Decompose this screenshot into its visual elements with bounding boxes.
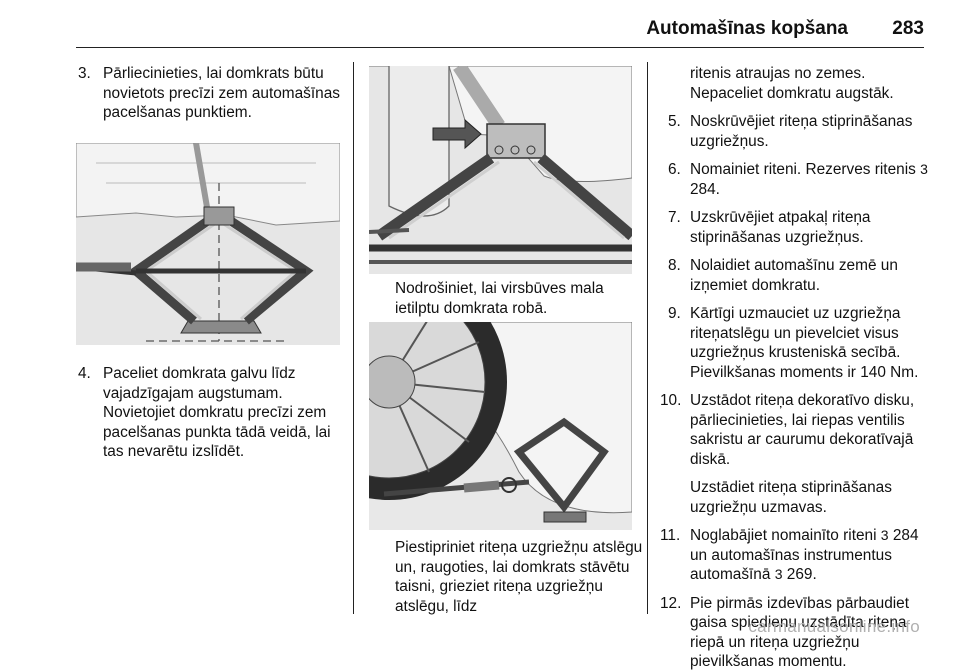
column-divider-2 [647,62,648,614]
step-number: 7. [668,209,681,226]
page-ref-icon: 3 [880,527,889,543]
step-text: Pārliecinieties, lai domkrats būtu novie… [103,65,340,121]
step-text: 284 un automašīnas instrumentus automašī… [690,527,919,583]
step-text: 284. [690,180,720,198]
step-number: 10. [660,392,682,409]
step-text: Uzskrūvējiet atpakaļ riteņa stiprināšana… [690,209,871,246]
step-text: Nomainiet riteni. Rezerves ritenis [690,161,916,178]
watermark: carmanualsonline.info [748,617,920,636]
continuation-text: ritenis atraujas no zemes. Nepaceliet do… [690,65,894,102]
step-text: Nolaidiet automašīnu zemē un izņemiet do… [690,257,898,294]
page-ref-icon: 3 [774,566,783,582]
step-number: 11. [660,527,681,544]
step-number: 4. [78,365,91,382]
step-extra-text: Uzstādiet riteņa stiprināšanas uzgriežņu… [690,479,892,516]
wheel-wrench-figure [369,322,632,530]
step-text: Noglabājiet nomainīto riteni [690,527,877,544]
step-5: 5. Noskrūvējiet riteņa stiprināšanas uzg… [662,112,932,151]
step-number: 8. [668,257,681,274]
step-4: 4. Paceliet domkrata galvu līdz vajadzīg… [78,364,343,462]
step-11: 11. Noglabājiet nomainīto riteni 3 284 u… [660,526,932,585]
figure-caption-2: Piestipriniet riteņa uzgriežņu atslēgu u… [395,539,643,615]
page-number: 283 [892,18,924,39]
step-number: 5. [668,113,681,130]
step-7: 7. Uzskrūvējiet atpakaļ riteņa stiprināš… [662,208,932,247]
step-text: Uzstādot riteņa dekoratīvo disku, pārlie… [690,392,915,468]
section-title: Automašīnas kopšana [646,18,848,39]
header-rule [76,47,924,48]
step-text: Paceliet domkrata galvu līdz vajadzīgaja… [103,365,331,460]
step-number: 12. [660,594,682,612]
column-divider-1 [353,62,354,614]
step-text: 269. [786,566,817,583]
jack-notch-figure [369,66,632,274]
right-column: ritenis atraujas no zemes. Nepaceliet do… [660,64,932,672]
step-10: 10. Uzstādot riteņa dekoratīvo disku, pā… [660,391,932,517]
figure-caption-1: Nodrošiniet, lai virsbūves mala ietilptu… [395,280,604,317]
page-ref-icon: 3 [920,161,928,177]
step-text: Kārtīgi uzmauciet uz uzgriežņa riteņatsl… [690,305,919,381]
jack-under-car-figure [76,143,340,345]
step-number: 6. [668,161,681,178]
step-text: Noskrūvējiet riteņa stiprināšanas uzgrie… [690,113,913,150]
step-9: 9. Kārtīgi uzmauciet uz uzgriežņa riteņa… [662,304,932,382]
step-6: 6. Nomainiet riteni. Rezerves ritenis 3 … [662,160,932,199]
step-number: 3. [78,65,91,82]
step-8: 8. Nolaidiet automašīnu zemē un izņemiet… [662,256,932,295]
step-3: 3. Pārliecinieties, lai domkrats būtu no… [78,64,343,123]
step-number: 9. [668,305,681,322]
